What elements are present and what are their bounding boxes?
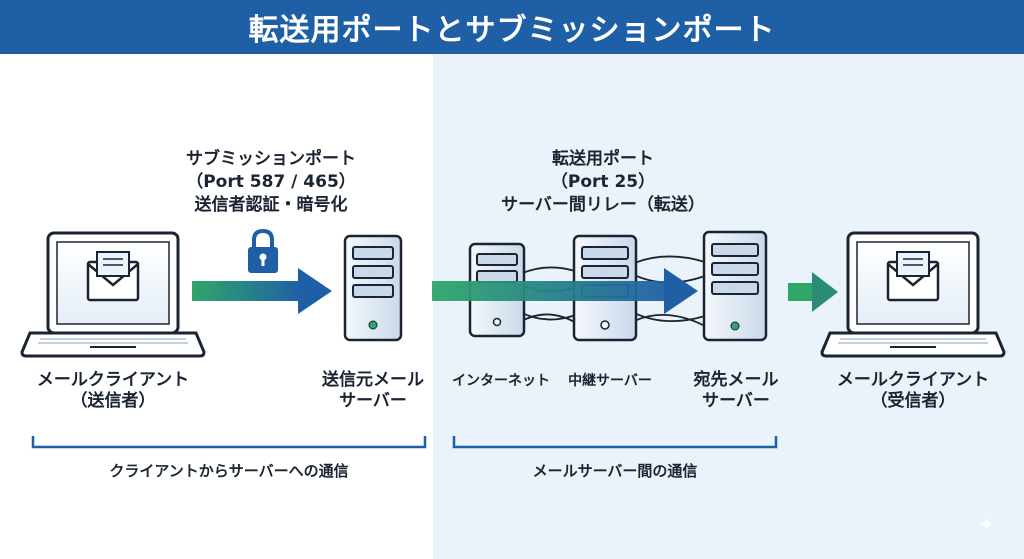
sparkle-icon: ✦ xyxy=(978,512,996,536)
sender-client-label: メールクライアント （送信者） xyxy=(36,370,190,412)
envelope-icon xyxy=(86,251,140,302)
page-title: 転送用ポートとサブミッションポート xyxy=(248,13,776,48)
sender-laptop-icon xyxy=(20,231,206,358)
relay-port-label: 転送用ポート （Port 25） サーバー間リレー（転送） xyxy=(484,148,722,217)
internet-label: インターネット xyxy=(452,373,550,389)
delivery-arrow xyxy=(788,272,838,312)
right-bracket xyxy=(452,436,778,449)
relay-arrow xyxy=(432,268,698,314)
receiver-client-label: メールクライアント （受信者） xyxy=(836,370,990,412)
submission-port-label: サブミッションポート （Port 587 / 465） 送信者認証・暗号化 xyxy=(163,148,379,217)
lock-icon xyxy=(248,228,278,273)
server-to-server-label: メールサーバー間の通信 xyxy=(532,462,698,480)
relay-server-label: 中継サーバー xyxy=(568,373,652,389)
sending-server-icon xyxy=(343,234,403,342)
relay-port-name: 転送用ポート xyxy=(552,149,654,169)
submission-port-numbers: （Port 587 / 465） xyxy=(186,171,356,192)
envelope-icon xyxy=(886,251,940,302)
relay-port-numbers: （Port 25） xyxy=(550,171,656,192)
client-to-server-label: クライアントからサーバーへの通信 xyxy=(109,462,349,480)
destination-server-label: 宛先メール サーバー xyxy=(693,370,779,412)
submission-port-name: サブミッションポート xyxy=(186,149,356,169)
title-bar: 転送用ポートとサブミッションポート xyxy=(0,0,1024,54)
submission-port-note: 送信者認証・暗号化 xyxy=(194,194,348,215)
left-bracket xyxy=(31,436,427,449)
submission-arrow xyxy=(192,268,332,314)
relay-port-note: サーバー間リレー（転送） xyxy=(501,194,705,215)
destination-server-icon xyxy=(702,230,768,342)
sending-server-label: 送信元メール サーバー xyxy=(322,370,424,412)
receiver-laptop-icon xyxy=(820,231,1006,358)
